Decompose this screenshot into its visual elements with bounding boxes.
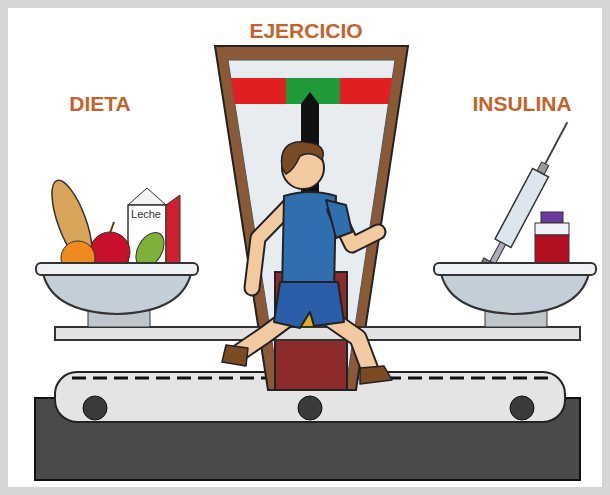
roller bbox=[298, 396, 322, 420]
bowl-rim bbox=[434, 263, 596, 275]
panel bbox=[8, 8, 602, 487]
section-heading: DIETA bbox=[69, 93, 130, 114]
product-label: Leche bbox=[131, 209, 161, 220]
section-heading: EJERCICIO bbox=[249, 20, 362, 41]
roller bbox=[83, 396, 107, 420]
vial-cap bbox=[541, 212, 563, 223]
scale-beam bbox=[55, 327, 580, 340]
dial-scale bbox=[220, 78, 400, 104]
dial-green-zone bbox=[286, 78, 340, 104]
vial-glass bbox=[535, 223, 569, 235]
pointer-tip bbox=[301, 92, 319, 104]
dial-red-zone bbox=[220, 78, 286, 104]
section-heading: INSULINA bbox=[472, 93, 571, 114]
dial-red-zone bbox=[340, 78, 400, 104]
runner bbox=[222, 142, 392, 384]
apple-stem bbox=[110, 222, 114, 233]
bowl-rim bbox=[36, 263, 198, 275]
carton-top bbox=[128, 188, 166, 205]
roller bbox=[510, 396, 534, 420]
syringe bbox=[481, 118, 576, 272]
carton-side bbox=[166, 195, 180, 270]
